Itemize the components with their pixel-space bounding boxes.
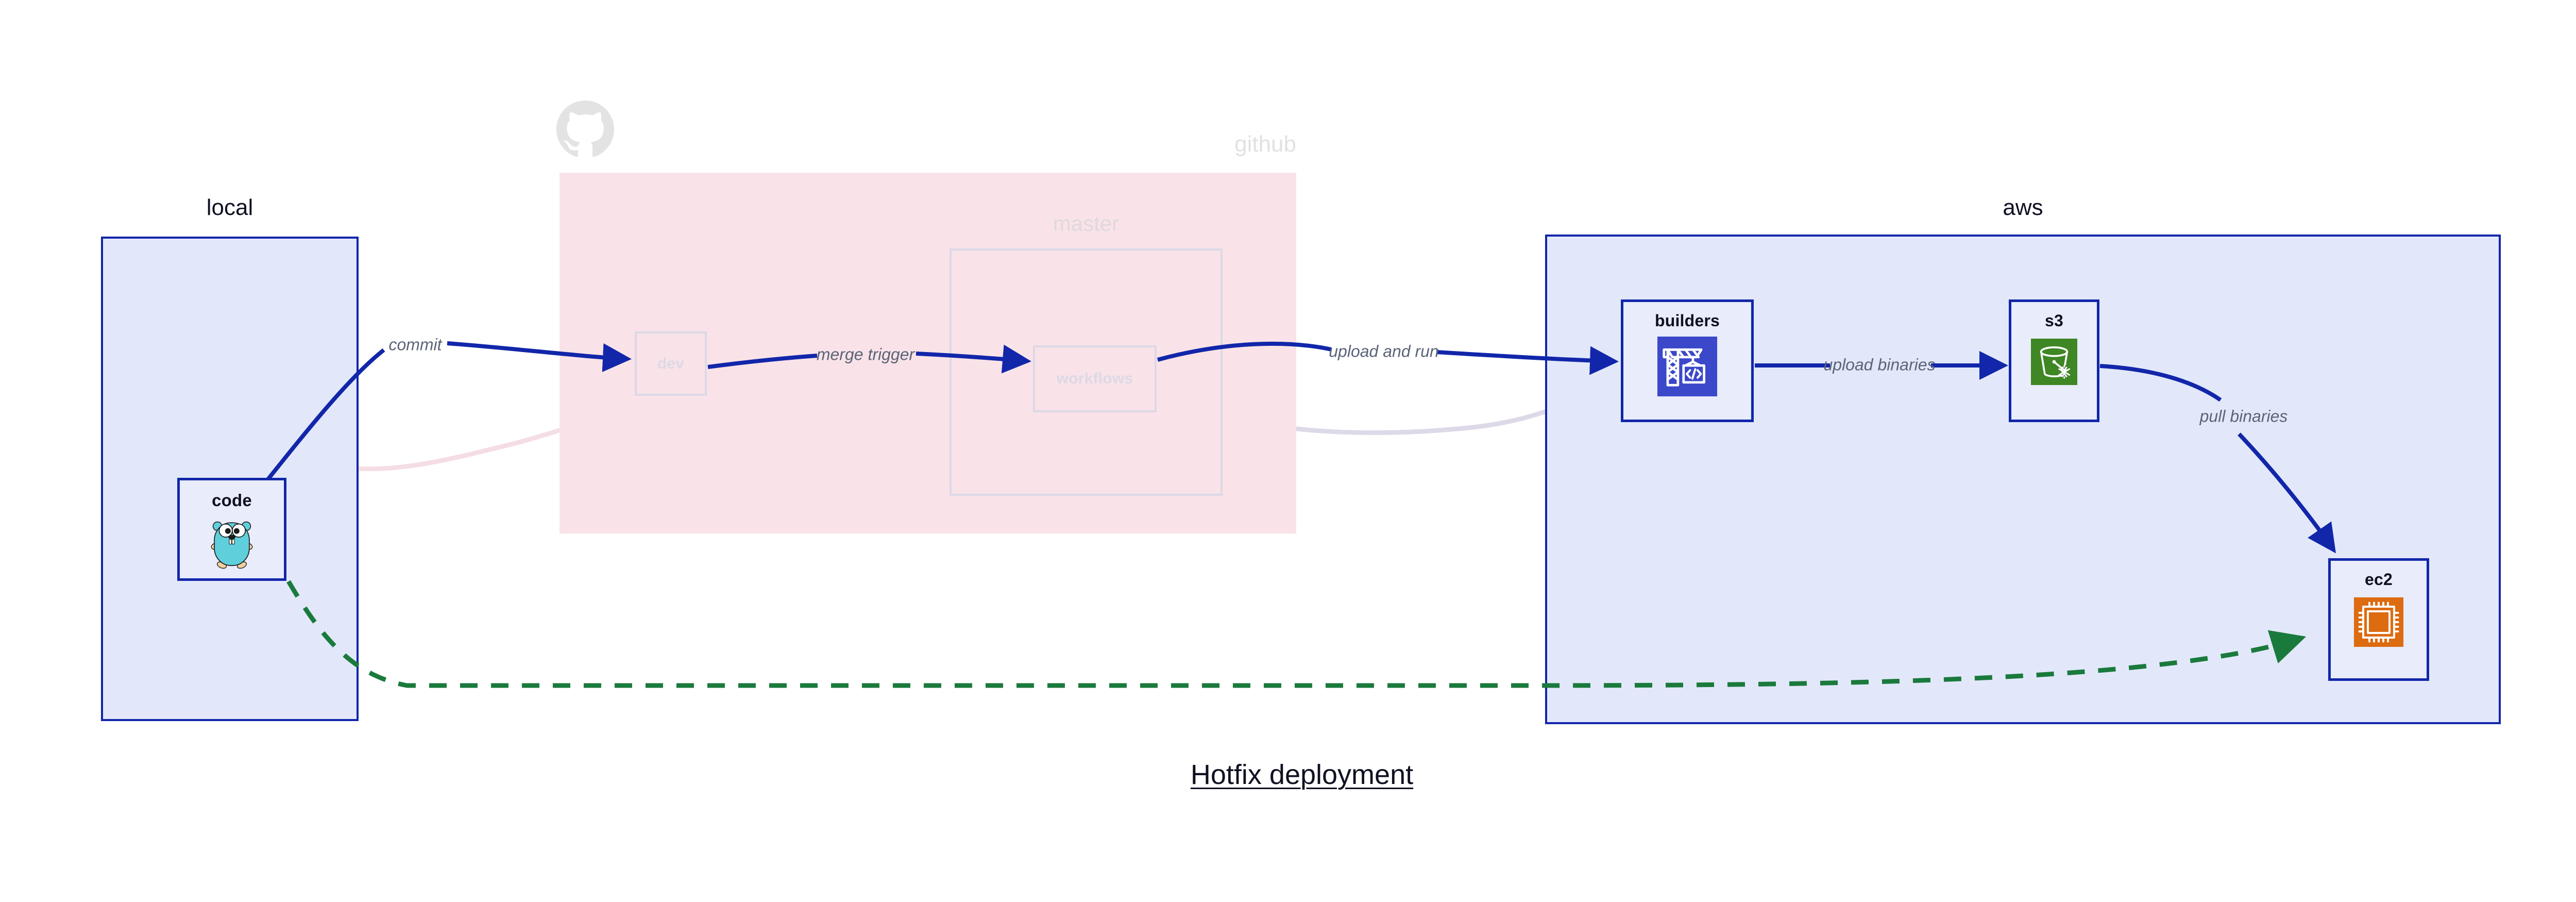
edge-upload-and-run-to-builders [1436, 346, 1619, 375]
edge-commit-to-dev [447, 341, 632, 372]
edge-pull-binaries-to-ec2 [2238, 432, 2336, 554]
edge-code-to-commit [266, 348, 385, 481]
group-aws-label: aws [2003, 195, 2043, 220]
edge-code-to-ec2-hotfix-dashed [286, 580, 2307, 688]
node-s3-label: s3 [2045, 311, 2063, 330]
group-github-label: github [1234, 131, 1296, 157]
group-master-label: master [1053, 211, 1120, 236]
node-ec2-label: ec2 [2365, 570, 2393, 589]
node-ec2[interactable]: ec2 [2328, 558, 2429, 681]
edge-label-merge-trigger: merge trigger [816, 345, 915, 364]
group-local-label: local [206, 195, 253, 220]
go-gopher-icon [210, 517, 254, 569]
edge-s3-to-pull-binaries [2099, 364, 2222, 402]
edge-label-commit: commit [388, 335, 442, 354]
node-builders[interactable]: builders [1621, 299, 1754, 422]
node-workflows[interactable]: workflows [1033, 345, 1157, 412]
diagram-title: Hotfix deployment [1190, 759, 1414, 790]
edge-label-pull-binaries: pull binaries [2199, 407, 2288, 426]
node-dev[interactable]: dev [635, 331, 707, 396]
node-code-label: code [212, 491, 252, 510]
aws-codebuild-crane-icon [1657, 337, 1717, 396]
group-master [950, 248, 1223, 496]
edge-label-upload-binaries: upload binaries [1823, 355, 1936, 374]
edge-dev-to-merge-trigger [707, 354, 818, 369]
aws-ec2-chip-icon [2354, 597, 2403, 647]
github-logo-icon [556, 101, 614, 158]
node-code[interactable]: code [177, 478, 286, 581]
node-workflows-label: workflows [1056, 370, 1133, 387]
edge-merge-trigger-to-workflows [916, 344, 1031, 374]
edge-label-upload-and-run: upload and run [1329, 342, 1439, 361]
aws-s3-bucket-icon [2031, 339, 2077, 385]
node-s3[interactable]: s3 [2009, 299, 2099, 422]
node-dev-label: dev [657, 355, 685, 372]
edge-workflows-to-upload-and-run [1157, 341, 1332, 362]
node-builders-label: builders [1654, 311, 1720, 330]
